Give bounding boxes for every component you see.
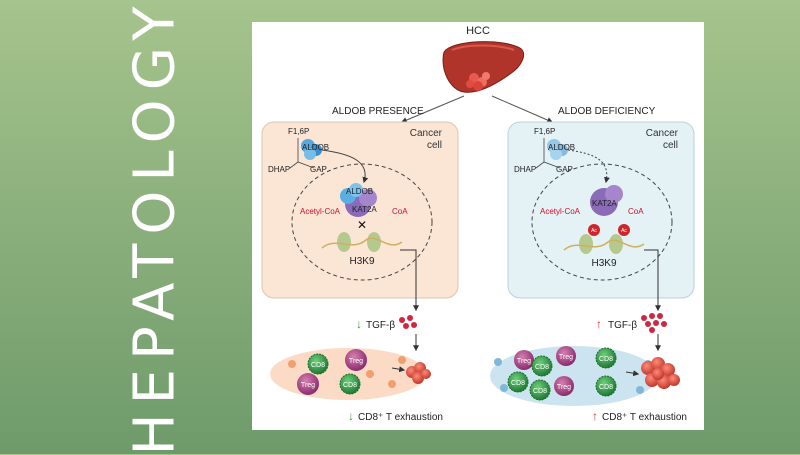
svg-text:CD8: CD8 xyxy=(533,388,547,395)
left-tgf-arrow: ↓ xyxy=(356,317,362,331)
svg-text:Treg: Treg xyxy=(349,358,363,365)
left-cd8-cell-1: CD8 xyxy=(307,353,329,375)
right-acetyl-mark-2: Ac xyxy=(618,224,630,236)
right-tumor-cluster-icon xyxy=(641,357,680,389)
right-cd8-cell-5: CD8 xyxy=(595,375,617,397)
right-nucleosome-icon xyxy=(563,234,645,254)
left-treg-cell-1: Treg xyxy=(345,349,367,371)
right-coa: CoA xyxy=(628,207,644,216)
right-acetyl-coa: Acetyl-CoA xyxy=(540,207,581,216)
right-cancer-cell: Cancer cell F1,6P ALDOB DHAP GAP KAT2A A… xyxy=(507,121,695,312)
right-nucleus xyxy=(531,163,673,281)
figure-panel: HCC ALDOB PRESENCE ALDOB DEFICIENCY Canc… xyxy=(252,22,704,430)
right-cell-label-1: Cancer xyxy=(646,128,679,139)
svg-text:CD8: CD8 xyxy=(311,362,325,369)
right-h3k9: H3K9 xyxy=(591,258,616,269)
left-heading: ALDOB PRESENCE xyxy=(332,106,424,117)
left-aldob-enzyme-icon xyxy=(301,139,322,160)
right-treg-cell-2: Treg xyxy=(556,346,576,366)
right-tgf-label: TGF-β xyxy=(608,320,637,331)
right-kat2a: KAT2A xyxy=(592,199,617,208)
right-tgf-molecules-icon xyxy=(641,313,667,333)
left-tumor-cluster-icon xyxy=(406,362,431,384)
left-nucleosome-icon xyxy=(321,232,403,252)
right-kat2a-icon xyxy=(590,185,623,216)
svg-text:CD8: CD8 xyxy=(599,384,613,391)
journal-title-text: HEPATOLOGY xyxy=(122,0,188,455)
right-heading: ALDOB DEFICIENCY xyxy=(558,106,656,117)
left-cd8-cell-2: CD8 xyxy=(339,373,361,395)
svg-text:CD8: CD8 xyxy=(599,356,613,363)
left-block-mark: ✕ xyxy=(357,218,367,232)
svg-text:Treg: Treg xyxy=(559,354,573,361)
right-treg-cell-3: Treg xyxy=(554,376,574,396)
right-exhaustion-label: CD8⁺ T exhaustion xyxy=(602,412,687,423)
left-cell-label-2: cell xyxy=(427,140,442,151)
left-h3k9: H3K9 xyxy=(349,256,374,267)
hcc-label: HCC xyxy=(466,25,490,37)
left-aldob-outer: ALDOB xyxy=(302,143,329,152)
svg-text:Treg: Treg xyxy=(301,382,315,389)
svg-text:Treg: Treg xyxy=(557,384,571,391)
svg-text:Ac: Ac xyxy=(621,228,627,234)
right-cd8-cell-1: CD8 xyxy=(531,355,553,377)
diagram-svg: HCC ALDOB PRESENCE ALDOB DEFICIENCY Canc… xyxy=(261,25,695,423)
right-cd8-cell-2: CD8 xyxy=(595,347,617,369)
right-treg-cell-1: Treg xyxy=(514,350,534,370)
arrow-to-left xyxy=(400,95,465,123)
right-exhaustion-arrow: ↑ xyxy=(592,409,598,423)
left-tgf-molecules-icon xyxy=(399,315,417,329)
left-exhaustion-arrow: ↓ xyxy=(348,409,354,423)
left-coa: CoA xyxy=(392,207,408,216)
left-treg-cell-2: Treg xyxy=(297,373,319,395)
right-acetyl-mark-1: Ac xyxy=(588,224,600,236)
right-tgf-arrow: ↑ xyxy=(596,317,602,331)
left-f16p: F1,6P xyxy=(288,127,309,136)
left-cancer-cell: Cancer cell F1,6P ALDOB DHAP GAP ALDOB K… xyxy=(261,121,459,312)
left-cell-label-1: Cancer xyxy=(410,128,443,139)
svg-text:Ac: Ac xyxy=(591,228,597,234)
left-nucleus xyxy=(291,163,433,281)
left-tgf-label: TGF-β xyxy=(366,320,395,331)
right-cd8-cell-4: CD8 xyxy=(529,379,551,401)
right-f16p: F1,6P xyxy=(534,127,555,136)
left-gap: GAP xyxy=(310,165,327,174)
right-cd8-cell-3: CD8 xyxy=(507,371,529,393)
left-kat2a: KAT2A xyxy=(352,205,377,214)
left-kat2a-complex-icon xyxy=(340,183,377,217)
right-aldob-enzyme-icon xyxy=(547,139,568,160)
right-dhap: DHAP xyxy=(514,165,536,174)
left-exhaustion-label: CD8⁺ T exhaustion xyxy=(358,412,443,423)
arrow-to-right xyxy=(491,95,554,123)
liver-icon xyxy=(442,41,525,93)
journal-title: HEPATOLOGY xyxy=(120,0,190,455)
svg-text:CD8: CD8 xyxy=(535,364,549,371)
right-gap: GAP xyxy=(556,165,573,174)
left-aldob-inner: ALDOB xyxy=(346,187,373,196)
right-cell-label-2: cell xyxy=(663,140,678,151)
svg-text:CD8: CD8 xyxy=(511,380,525,387)
left-acetyl-coa: Acetyl-CoA xyxy=(300,207,341,216)
svg-text:Treg: Treg xyxy=(517,358,531,365)
svg-text:CD8: CD8 xyxy=(343,382,357,389)
right-aldob-outer: ALDOB xyxy=(548,143,575,152)
left-dhap: DHAP xyxy=(268,165,290,174)
